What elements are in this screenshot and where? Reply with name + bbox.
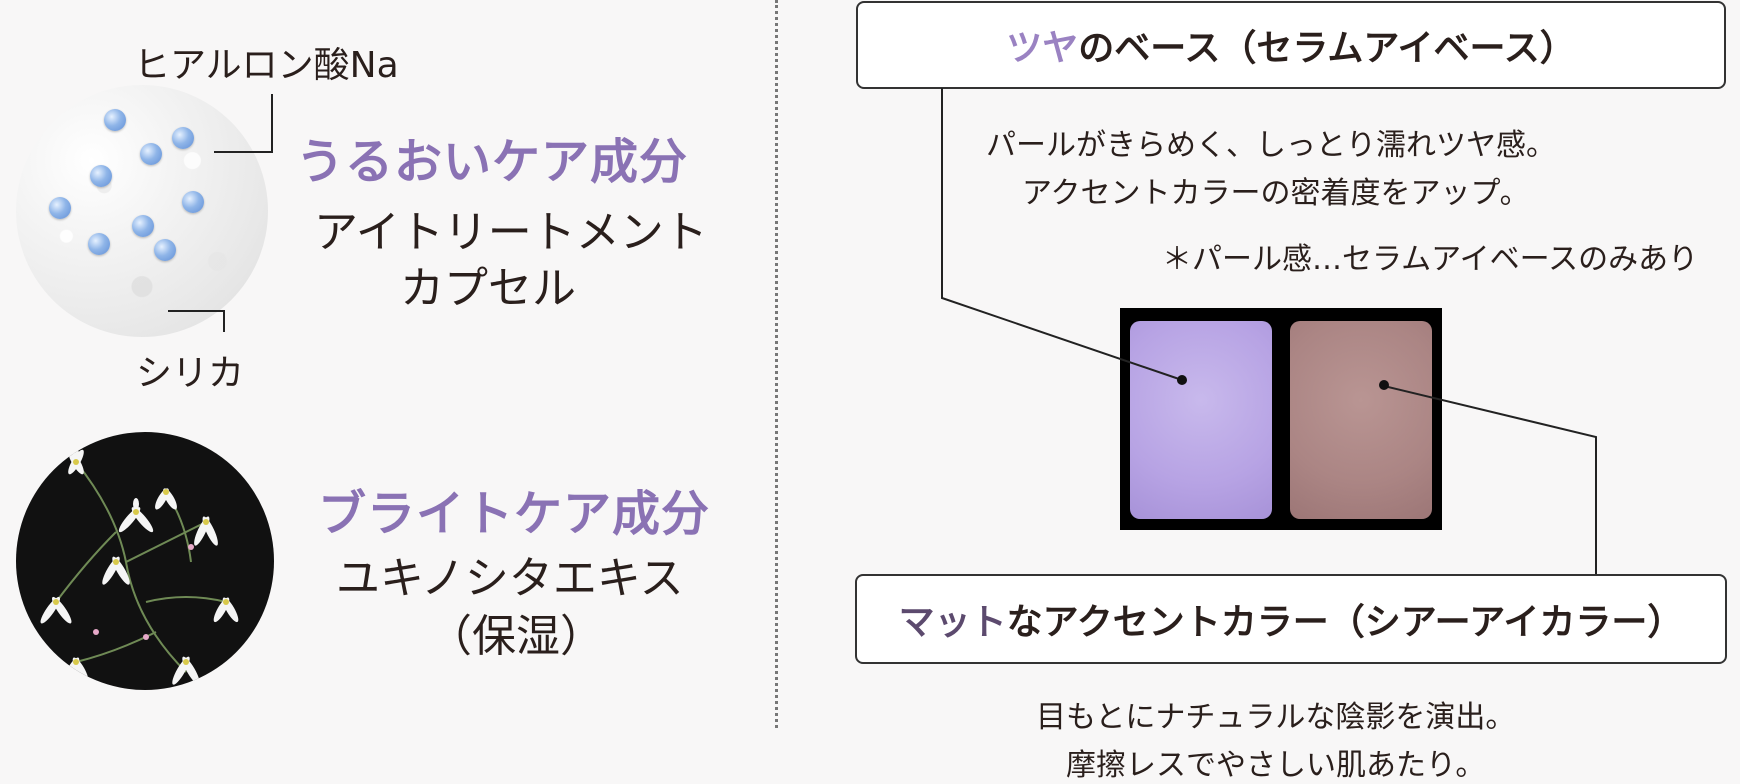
- capsule-bead: [154, 239, 176, 261]
- bright-care-line1: ユキノシタエキス: [336, 553, 684, 604]
- moist-care-heading: うるおいケア成分: [296, 134, 689, 190]
- capsule-bead: [88, 233, 110, 255]
- base-pearl-note: ＊パール感…セラムアイベースのみあり: [1162, 242, 1699, 277]
- eyeshadow-palette: [1120, 308, 1442, 530]
- capsule-bead: [90, 165, 112, 187]
- capsule-bead: [140, 143, 162, 165]
- capsule-bead: [49, 197, 71, 219]
- base-title-box: ツヤのベース（セラムアイベース）: [856, 1, 1726, 89]
- powder-callout-lines: [168, 94, 273, 332]
- bright-care-heading: ブライトケア成分: [318, 486, 711, 542]
- saxifrage-flower-image: [16, 432, 274, 690]
- accent-title-accent: マット: [898, 602, 1007, 643]
- serum-eye-base-pan: [1130, 321, 1272, 519]
- capsule-bead: [132, 215, 154, 237]
- silica-label: シリカ: [136, 353, 245, 394]
- section-divider: [775, 0, 778, 728]
- base-desc-line1: パールがきらめく、しっとり濡れツヤ感。: [986, 128, 1556, 163]
- capsule-bead: [104, 109, 126, 131]
- accent-title-rest: なアクセントカラー（シアーアイカラー）: [1006, 602, 1684, 643]
- base-title-accent: ツヤ: [1006, 28, 1079, 69]
- hyaluronic-label: ヒアルロン酸Na: [134, 45, 399, 86]
- accent-desc-line1: 目もとにナチュラルな陰影を演出。: [1036, 700, 1516, 735]
- powder-texture-image: [16, 85, 268, 337]
- accent-desc-line2: 摩擦レスでやさしい肌あたり。: [1066, 748, 1486, 783]
- bright-care-line2: （保湿）: [428, 611, 604, 662]
- base-desc-line2: アクセントカラーの密着度をアップ。: [1022, 176, 1530, 211]
- capsule-bead: [182, 191, 204, 213]
- sheer-eye-color-pan: [1290, 321, 1432, 519]
- moist-care-line2: カプセル: [400, 263, 576, 314]
- accent-title-box: マットなアクセントカラー（シアーアイカラー）: [855, 574, 1727, 664]
- moist-care-line1: アイトリートメント: [314, 207, 708, 258]
- base-title-rest: のベース（セラムアイベース）: [1078, 28, 1576, 69]
- capsule-bead: [172, 127, 194, 149]
